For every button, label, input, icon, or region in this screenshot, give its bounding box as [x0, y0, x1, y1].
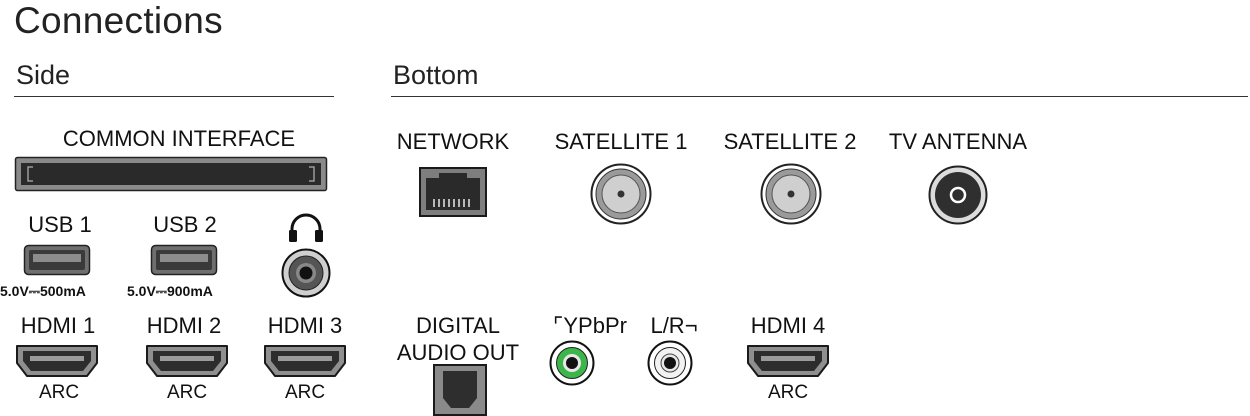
hdmi4-label: HDMI 4: [750, 313, 826, 338]
hdmi4-port: [746, 344, 830, 378]
hdmi2-label: HDMI 2: [146, 313, 222, 338]
section-title-bottom: Bottom: [393, 60, 479, 90]
network-label: NETWORK: [396, 129, 510, 154]
hdmi1-port: [15, 344, 99, 378]
hdmi4-arc-label: ARC: [767, 382, 809, 403]
hdmi3-arc-label: ARC: [284, 382, 326, 403]
tv-antenna-label: TV ANTENNA: [888, 129, 1028, 154]
usb1-port: [23, 244, 91, 276]
hdmi2-port: [145, 344, 229, 378]
digital-audio-label-line2: AUDIO OUT: [396, 340, 520, 365]
side-divider: [14, 96, 334, 97]
bottom-divider: [391, 96, 1248, 97]
satellite2-port: [760, 163, 822, 225]
usb1-label: USB 1: [28, 212, 92, 237]
digital-audio-label-line1: DIGITAL: [416, 313, 500, 338]
network-port: [419, 167, 487, 217]
satellite1-label: SATELLITE 1: [554, 129, 688, 154]
hdmi1-label: HDMI 1: [20, 313, 96, 338]
common-interface-slot: [14, 156, 328, 192]
common-interface-label: COMMON INTERFACE: [62, 126, 296, 151]
satellite1-port: [590, 163, 652, 225]
hdmi3-port: [263, 344, 347, 378]
headphone-jack: [281, 248, 331, 298]
ypbpr-jack: [549, 340, 595, 386]
satellite2-label: SATELLITE 2: [723, 129, 857, 154]
usb2-port: [150, 244, 218, 276]
usb2-spec: 5.0V⎓900mA: [127, 283, 213, 299]
hdmi1-arc-label: ARC: [38, 382, 80, 403]
usb1-spec: 5.0V⎓500mA: [0, 283, 86, 299]
section-title-side: Side: [16, 60, 71, 90]
ypbpr-label: ⌜YPbPr: [553, 313, 627, 338]
hdmi3-label: HDMI 3: [267, 313, 343, 338]
hdmi2-arc-label: ARC: [166, 382, 208, 403]
digital-audio-out-port: [433, 364, 487, 416]
lr-label: L/R¬: [650, 313, 698, 338]
usb2-label: USB 2: [153, 212, 217, 237]
page-title: Connections: [14, 0, 223, 41]
tv-antenna-port: [928, 165, 988, 225]
lr-jack: [647, 340, 693, 386]
headphone-icon: [288, 213, 324, 242]
